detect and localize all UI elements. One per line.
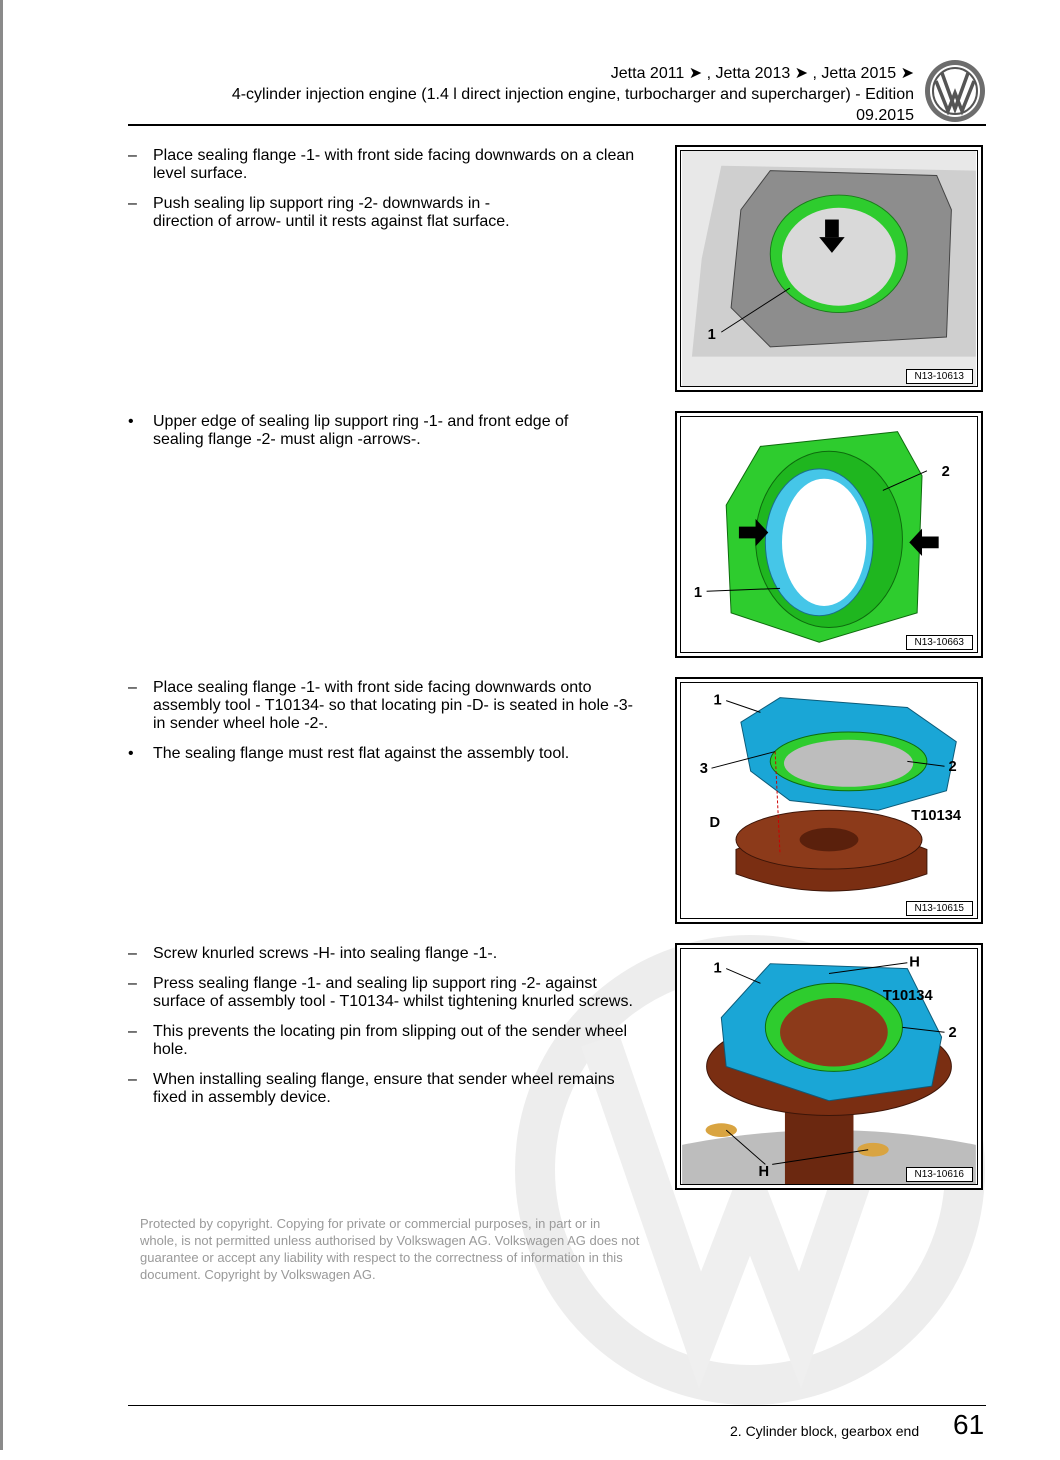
callout-label: 1 <box>708 327 716 343</box>
instruction-item: –Place sealing flange -1- with front sid… <box>128 679 648 733</box>
figure-n13-10616: 1 H T10134 2 H N13-10616 <box>675 943 983 1190</box>
dash-mark: – <box>128 195 137 212</box>
callout-label: H <box>759 1164 770 1180</box>
instruction-text: Screw knurled screws -H- into sealing fl… <box>153 945 498 962</box>
instruction-text: When installing sealing flange, ensure t… <box>153 1071 615 1106</box>
instruction-item: –Screw knurled screws -H- into sealing f… <box>128 945 648 963</box>
instruction-block-1: –Place sealing flange -1- with front sid… <box>128 147 648 243</box>
callout-label: 2 <box>948 759 956 775</box>
vw-logo-icon <box>925 60 985 122</box>
instruction-text: The sealing flange must rest flat agains… <box>153 745 570 762</box>
instruction-text: Push sealing lip support ring -2- downwa… <box>153 195 510 230</box>
instruction-block-2: • Upper edge of sealing lip support ring … <box>128 413 648 461</box>
instruction-item: • Upper edge of sealing lip support ring … <box>128 413 648 449</box>
figure-code: N13-10663 <box>905 635 973 650</box>
instruction-text: Press sealing flange -1- and sealing lip… <box>153 975 633 1010</box>
dash-mark: – <box>128 975 137 992</box>
instruction-item: –Place sealing flange -1- with front sid… <box>128 147 648 183</box>
dash-mark: – <box>128 945 137 962</box>
footer-section-title: 2. Cylinder block, gearbox end <box>730 1423 920 1439</box>
sealing-flange-illustration: 1 <box>682 151 976 386</box>
bullet-mark: • <box>128 745 134 762</box>
figure-code: N13-10616 <box>905 1167 973 1182</box>
page-number: 61 <box>953 1409 985 1440</box>
callout-label: 2 <box>948 1025 956 1041</box>
instruction-text: Place sealing flange -1- with front side… <box>153 147 635 182</box>
instruction-text: Upper edge of sealing lip support ring -… <box>153 413 569 448</box>
figure-n13-10663: 2 1 N13-10663 <box>675 411 983 658</box>
callout-label: T10134 <box>883 988 934 1004</box>
watermark-text: Protected by copyright. Copying for priv… <box>140 1216 640 1282</box>
callout-label: 3 <box>700 761 708 777</box>
header-edition: 09.2015 <box>856 107 914 124</box>
header-title: 4-cylinder injection engine (1.4 l direc… <box>231 86 914 103</box>
instruction-item: • The sealing flange must rest flat again… <box>128 745 648 763</box>
figure-code: N13-10613 <box>905 369 973 384</box>
page-left-edge <box>0 0 3 1450</box>
instruction-text: This prevents the locating pin from slip… <box>153 1023 628 1058</box>
instruction-block-3: –Place sealing flange -1- with front sid… <box>128 679 648 775</box>
callout-label: 1 <box>713 693 721 709</box>
instruction-item: –Push sealing lip support ring -2- downw… <box>128 195 648 231</box>
callout-label: D <box>710 815 721 831</box>
callout-label: 1 <box>694 585 702 601</box>
footer-rule <box>128 1405 986 1406</box>
dash-mark: – <box>128 1023 137 1040</box>
instruction-item: –This prevents the locating pin from sli… <box>128 1023 648 1059</box>
figure-n13-10613: 1 N13-10613 <box>675 145 983 392</box>
dash-mark: – <box>128 679 137 696</box>
callout-label: 1 <box>713 961 721 977</box>
instruction-item: –When installing sealing flange, ensure … <box>128 1071 648 1107</box>
figure-n13-10615: 1 3 2 D T10134 N13-10615 <box>675 677 983 924</box>
dash-mark: – <box>128 147 137 164</box>
bullet-mark: • <box>128 413 134 430</box>
flange-alignment-illustration: 2 1 <box>682 417 976 652</box>
dash-mark: – <box>128 1071 137 1088</box>
figure-code: N13-10615 <box>905 901 973 916</box>
callout-label: T10134 <box>911 808 962 824</box>
header-rule <box>128 124 986 126</box>
callout-label: 2 <box>942 464 950 480</box>
callout-label: H <box>909 955 920 971</box>
instruction-text: Place sealing flange -1- with front side… <box>153 679 633 732</box>
page-header: Jetta 2011 ➤ , Jetta 2013 ➤ , Jetta 2015… <box>232 63 914 126</box>
instruction-block-4: –Screw knurled screws -H- into sealing f… <box>128 945 648 1119</box>
instruction-item: –Press sealing flange -1- and sealing li… <box>128 975 648 1011</box>
assembly-tool-illustration: 1 3 2 D T10134 <box>682 683 976 918</box>
knurled-screws-illustration: 1 H T10134 2 H <box>682 949 976 1184</box>
header-models: Jetta 2011 ➤ , Jetta 2013 ➤ , Jetta 2015… <box>610 65 914 82</box>
